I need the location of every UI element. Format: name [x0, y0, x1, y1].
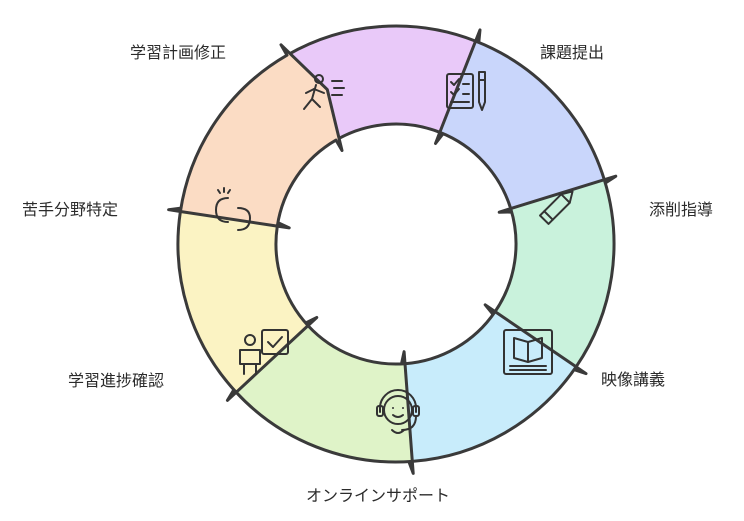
running-person-icon [303, 74, 345, 110]
stage-label-progress-check: 学習進捗確認 [68, 371, 165, 390]
person-board-check-icon [239, 329, 289, 375]
broken-link-icon [215, 187, 251, 231]
stage-label-submit: 課題提出 [540, 43, 605, 62]
stage-label-plan-revise: 学習計画修正 [130, 43, 227, 62]
cycle-segment-weakness [178, 43, 344, 228]
stage-label-weakness: 苦手分野特定 [22, 200, 119, 219]
stage-label-video: 映像講義 [601, 370, 666, 389]
checklist-pen-icon [446, 71, 486, 111]
headset-support-icon [376, 389, 420, 434]
stage-label-correction: 添削指導 [649, 200, 714, 219]
pencil-icon [539, 190, 574, 225]
stage-label-online-support: オンラインサポート [306, 486, 451, 505]
video-lecture-icon [503, 329, 553, 375]
